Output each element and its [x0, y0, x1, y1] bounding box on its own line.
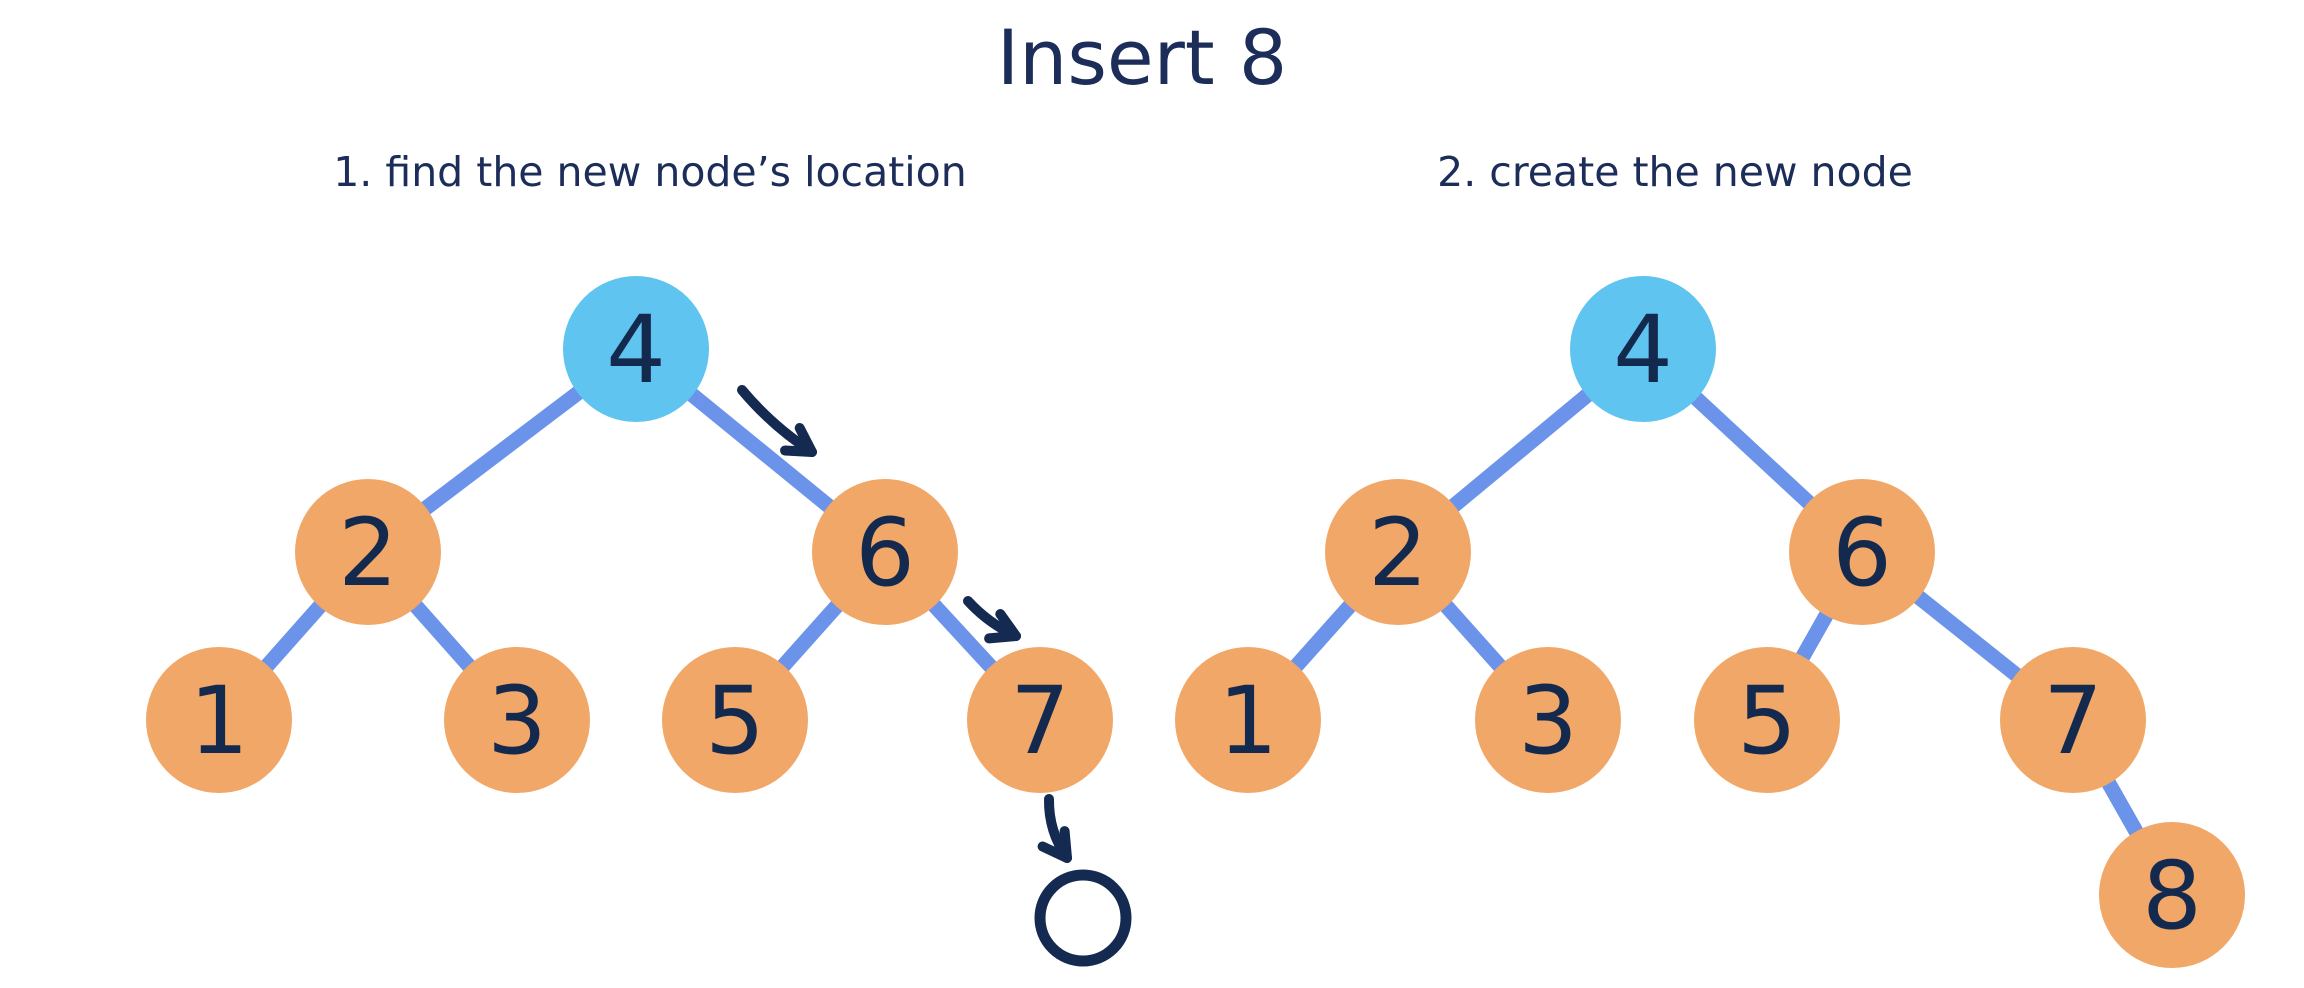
tree-node-6 — [812, 479, 958, 625]
tree-node-1 — [1175, 647, 1321, 793]
tree-node-1 — [146, 647, 292, 793]
tree-node-3 — [444, 647, 590, 793]
tree-node-3 — [1475, 647, 1621, 793]
traversal-arrow-2 — [963, 596, 1021, 644]
empty-node-placeholder — [1034, 869, 1132, 967]
tree-node-7 — [967, 647, 1113, 793]
arrow-head — [984, 609, 1021, 644]
tree-node-7 — [2000, 647, 2146, 793]
panel-1-caption: 1. find the new node’s location — [333, 148, 967, 196]
tree-node-6 — [1789, 479, 1935, 625]
tree-node-5 — [662, 647, 808, 793]
tree-node-4 — [563, 276, 709, 422]
traversal-arrow-3 — [1037, 794, 1072, 863]
panel-2-caption: 2. create the new node — [1437, 148, 1913, 196]
tree-node-2 — [295, 479, 441, 625]
diagram-title: Insert 8 — [997, 13, 1288, 102]
tree-node-8 — [2099, 822, 2245, 968]
tree-node-4 — [1570, 276, 1716, 422]
traversal-arrow-1 — [737, 385, 817, 457]
tree-node-5 — [1694, 647, 1840, 793]
tree-node-2 — [1325, 479, 1471, 625]
arrow-head — [1037, 826, 1072, 863]
arrow-head — [780, 422, 817, 457]
